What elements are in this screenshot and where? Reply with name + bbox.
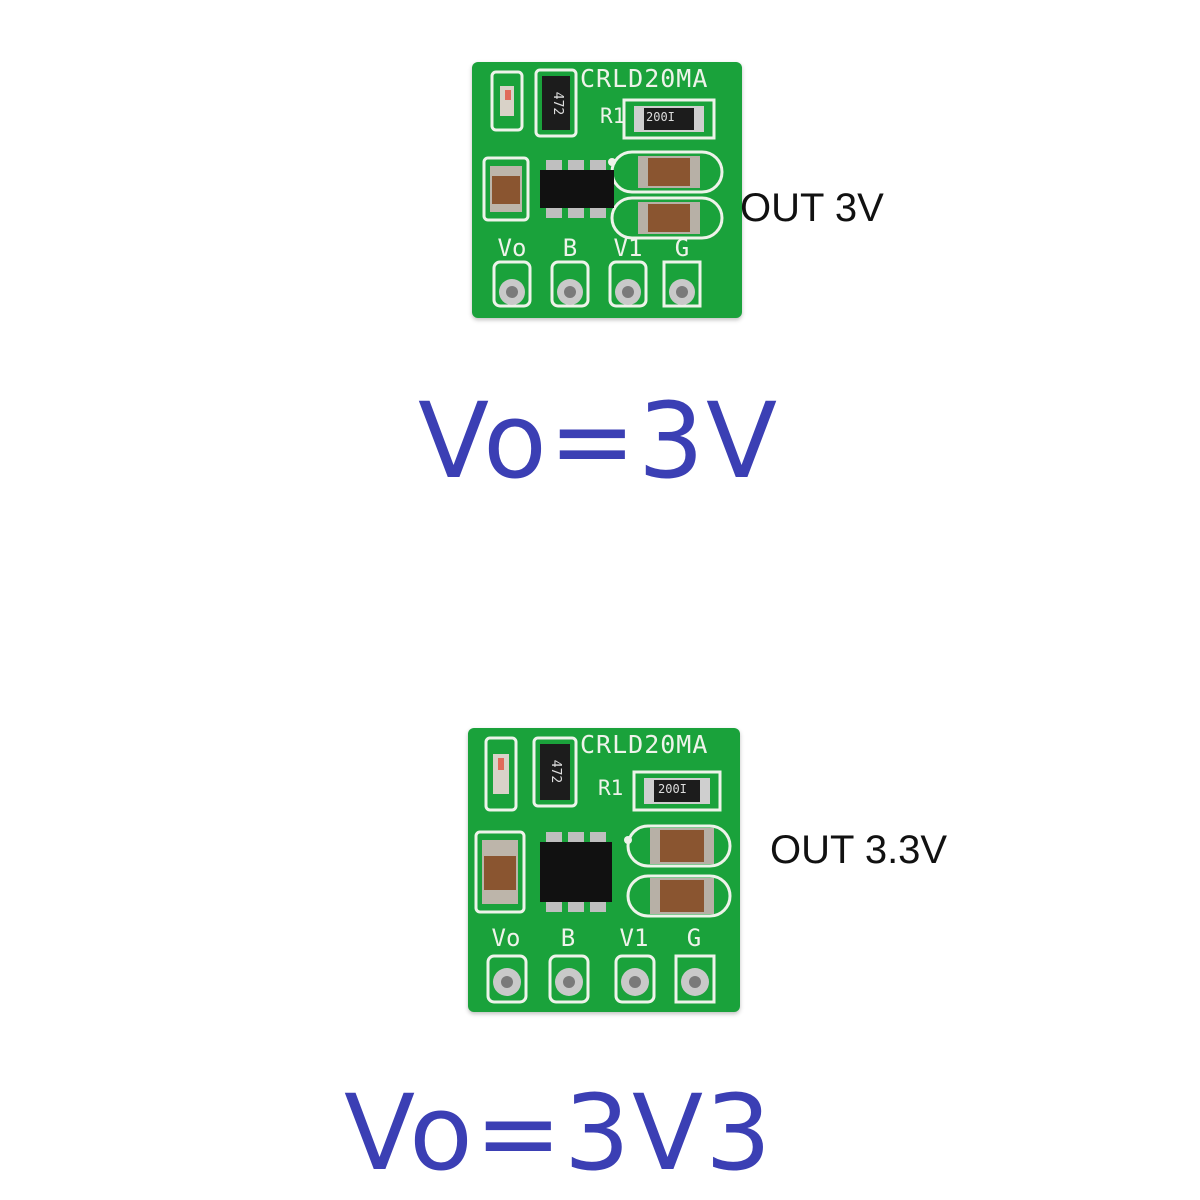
r1-code: 200I <box>646 110 675 124</box>
pin-label-b: B <box>560 924 576 952</box>
vo-label-2: Vo=3V3 <box>344 1072 774 1194</box>
board-title: CRLD20MA <box>580 730 709 759</box>
board-title: CRLD20MA <box>580 64 709 93</box>
r1-label: R1 <box>598 776 624 800</box>
r1-code: 200I <box>658 782 687 796</box>
pin-label-vo: Vo <box>491 924 521 952</box>
pin-label-b: B <box>562 234 578 262</box>
pcb-artwork <box>474 736 732 1004</box>
pcb-module-1: CRLD20MA R1 200I 472 Vo B V1 G <box>472 62 742 318</box>
pin-label-g: G <box>686 924 702 952</box>
pin-label-vo: Vo <box>497 234 527 262</box>
r1-label: R1 <box>600 104 626 128</box>
out-label-2: OUT 3.3V <box>770 828 948 872</box>
pin-label-g: G <box>674 234 690 262</box>
pcb-module-2: CRLD20MA R1 200I 472 Vo B V1 G <box>468 728 740 1012</box>
pin-label-v1: V1 <box>619 924 649 952</box>
ic-code: 472 <box>548 759 564 784</box>
vo-label-1: Vo=3V <box>418 380 780 502</box>
pcb-artwork <box>482 68 724 308</box>
pin-label-v1: V1 <box>613 234 643 262</box>
ic-code: 472 <box>550 91 566 116</box>
out-label-1: OUT 3V <box>740 186 884 230</box>
